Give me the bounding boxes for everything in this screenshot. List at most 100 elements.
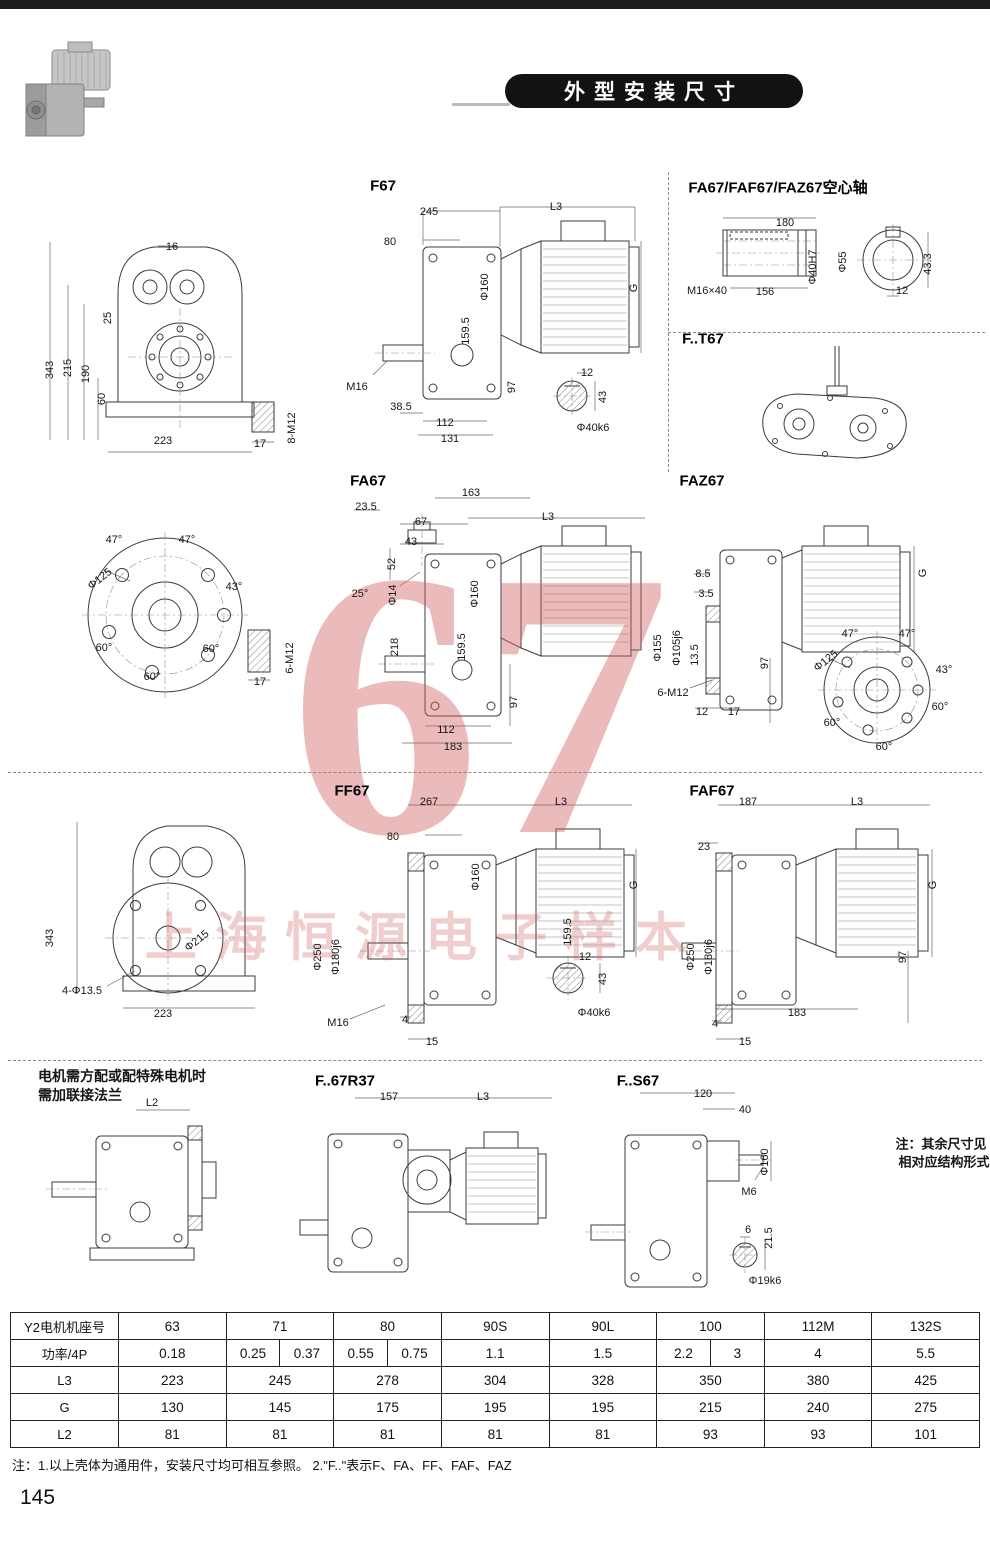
dim-label: Φ180j6 bbox=[703, 939, 715, 975]
dim-label: 43 bbox=[404, 536, 418, 548]
dim-label: 131 bbox=[440, 433, 460, 445]
dim-label: 17 bbox=[253, 676, 267, 688]
cell: 0.55 bbox=[333, 1339, 389, 1367]
fs67-drawing bbox=[585, 1092, 772, 1288]
cell: 328 bbox=[548, 1366, 658, 1394]
section-title-faz67: FAZ67 bbox=[679, 472, 725, 490]
cell: 81 bbox=[548, 1420, 658, 1448]
dim-label: L3 bbox=[541, 511, 555, 523]
footer-note: 注：1.以上壳体为通用件，安装尺寸均可相互参照。 2."F.."表示F、FA、F… bbox=[12, 1458, 512, 1473]
separator-vertical bbox=[668, 172, 669, 472]
dim-label: 80 bbox=[386, 831, 400, 843]
dim-label: 16 bbox=[165, 241, 179, 253]
table-row-g: G 130 145 175 195 195 215 240 275 bbox=[10, 1393, 980, 1421]
dim-label: G bbox=[917, 568, 929, 578]
cell: 380 bbox=[763, 1366, 873, 1394]
table-row-l3: L3 223 245 278 304 328 350 380 425 bbox=[10, 1366, 980, 1394]
dim-label: 60° bbox=[143, 671, 161, 683]
flange-adapter-drawing bbox=[46, 1109, 217, 1261]
cell: 195 bbox=[548, 1393, 658, 1421]
dim-label: 112 bbox=[436, 417, 454, 429]
cell: 278 bbox=[333, 1366, 442, 1394]
row-header: 功率/4P bbox=[10, 1339, 119, 1367]
dim-label: 60° bbox=[875, 741, 893, 753]
cell: 0.25 bbox=[225, 1339, 281, 1367]
cell: 245 bbox=[225, 1366, 335, 1394]
dim-label: Φ19k6 bbox=[748, 1275, 782, 1287]
dim-label: L3 bbox=[476, 1091, 490, 1103]
dim-label: Φ105j6 bbox=[671, 630, 683, 666]
row-header: G bbox=[10, 1393, 119, 1421]
section-title-fs67: F..S67 bbox=[616, 1072, 660, 1090]
dim-label: Φ160 bbox=[470, 863, 482, 891]
dim-label: Φ55 bbox=[837, 251, 849, 273]
dim-label: L3 bbox=[850, 796, 864, 808]
dim-label: 25 bbox=[102, 311, 114, 325]
dim-label: 223 bbox=[153, 435, 173, 447]
cell: 175 bbox=[333, 1393, 442, 1421]
cell: 132S bbox=[871, 1312, 980, 1340]
dim-label: 60° bbox=[95, 642, 113, 654]
dim-label: 12 bbox=[580, 367, 594, 379]
cell: 195 bbox=[440, 1393, 550, 1421]
row-header: L3 bbox=[10, 1366, 119, 1394]
cell: 81 bbox=[118, 1420, 227, 1448]
dim-label: Φ180j6 bbox=[330, 939, 342, 975]
cell: 101 bbox=[871, 1420, 980, 1448]
cell: 2.2 bbox=[656, 1339, 711, 1367]
page-number: 145 bbox=[20, 1486, 56, 1509]
dim-label: Φ14 bbox=[387, 584, 399, 606]
cell: 81 bbox=[225, 1420, 335, 1448]
dim-label: 67 bbox=[414, 516, 428, 528]
dim-label: 112 bbox=[437, 724, 455, 736]
page-top-strip bbox=[0, 0, 990, 9]
dim-label: 190 bbox=[80, 364, 92, 384]
dim-label: 43° bbox=[225, 581, 243, 593]
spec-table: Y2电机机座号 63 71 80 90S 90L 100 112M 132S 功… bbox=[10, 1312, 980, 1448]
table-row-frame: Y2电机机座号 63 71 80 90S 90L 100 112M 132S bbox=[10, 1312, 980, 1340]
dim-label: 12 bbox=[895, 285, 909, 297]
dim-label: 343 bbox=[44, 360, 56, 380]
dim-label: 97 bbox=[506, 380, 518, 394]
section-title-hollow: FA67/FAF67/FAZ67空心轴 bbox=[688, 179, 868, 197]
dim-label: Φ160 bbox=[469, 580, 481, 608]
section-title-ff67: FF67 bbox=[334, 782, 370, 800]
dim-label: Φ155 bbox=[652, 634, 664, 662]
dim-label: G bbox=[628, 283, 640, 293]
separator-horizontal bbox=[8, 1060, 982, 1061]
dim-label: 17 bbox=[727, 706, 741, 718]
cell: 275 bbox=[871, 1393, 980, 1421]
cell: 71 bbox=[225, 1312, 335, 1340]
dim-label: 97 bbox=[759, 656, 771, 670]
dim-label: 159.5 bbox=[460, 317, 472, 345]
dim-label: 60° bbox=[931, 701, 949, 713]
dim-label: 52 bbox=[386, 557, 398, 571]
separator-horizontal bbox=[8, 772, 982, 773]
motor-flange-note-line2: 需加联接法兰 bbox=[38, 1087, 122, 1103]
cell: 93 bbox=[763, 1420, 873, 1448]
dim-label: M16 bbox=[346, 381, 368, 393]
cell: 215 bbox=[656, 1393, 765, 1421]
dim-label: 23 bbox=[697, 841, 711, 853]
dim-label: 47° bbox=[898, 628, 916, 640]
dim-label: 60 bbox=[96, 392, 108, 406]
cell: 5.5 bbox=[871, 1339, 980, 1367]
dim-label: 12 bbox=[695, 706, 709, 718]
dim-label: 15 bbox=[738, 1036, 752, 1048]
dim-label: Φ160 bbox=[479, 273, 491, 301]
dim-label: 43 bbox=[597, 972, 609, 986]
dim-label: 6-M12 bbox=[657, 687, 689, 699]
dim-label: Φ40H7 bbox=[807, 249, 819, 285]
cell: 145 bbox=[225, 1393, 335, 1421]
dim-label: 6 bbox=[744, 1224, 752, 1236]
dim-label: 40 bbox=[738, 1104, 752, 1116]
dim-label: 60° bbox=[823, 717, 841, 729]
cell: 100 bbox=[656, 1312, 765, 1340]
table-row-power: 功率/4P 0.18 0.25 0.37 0.55 0.75 1.1 1.5 2… bbox=[10, 1339, 980, 1367]
dim-label: L3 bbox=[549, 201, 563, 213]
dim-label: 180 bbox=[775, 217, 795, 229]
dim-label: 3.5 bbox=[698, 588, 714, 600]
dim-label: 187 bbox=[738, 796, 758, 808]
cell: 0.18 bbox=[118, 1339, 227, 1367]
cell: 3 bbox=[709, 1339, 765, 1367]
